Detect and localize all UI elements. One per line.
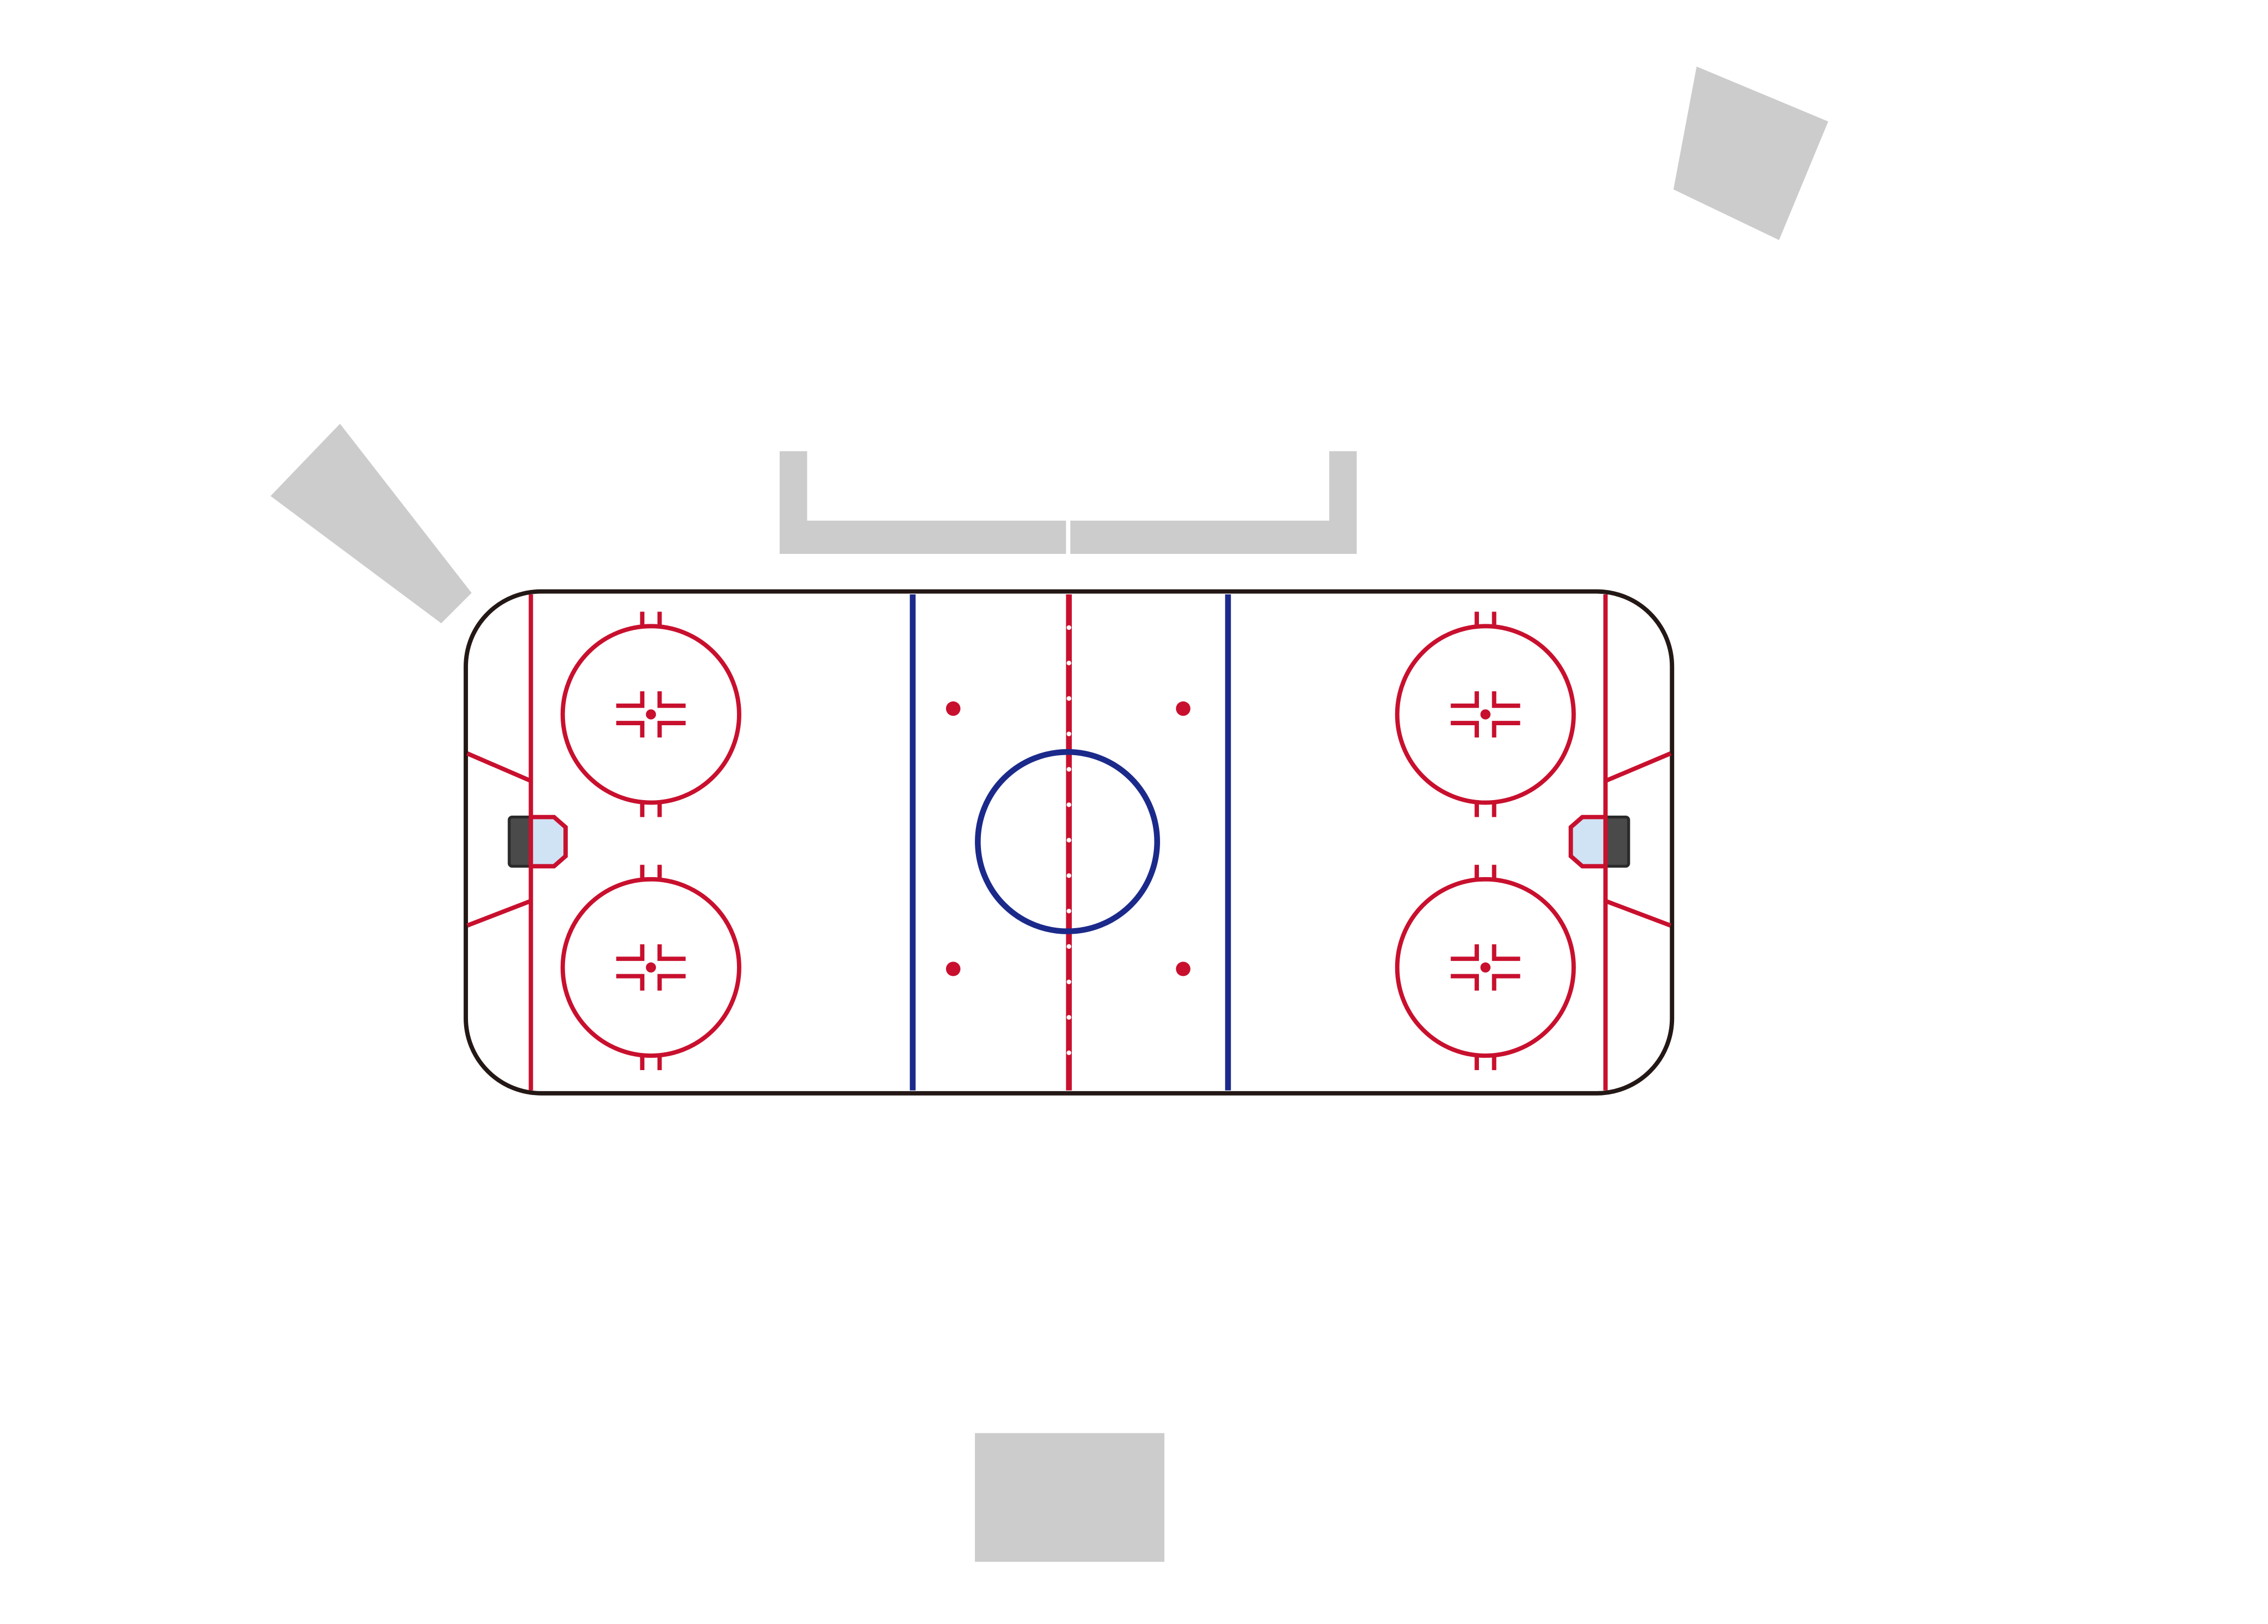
trapezoid-lines <box>466 751 1672 928</box>
faceoff-dot-icon <box>645 709 656 720</box>
left-crease <box>528 814 568 869</box>
faceoff-l-marking <box>1451 944 1479 961</box>
center-line-dot <box>1066 1015 1071 1020</box>
faceoff-circle-ring <box>560 624 741 805</box>
blue-lines <box>909 594 1231 1091</box>
faceoff-circle-icon <box>1395 612 1576 817</box>
faceoff-l-marking <box>1451 691 1479 708</box>
center-line-dot <box>1066 944 1071 949</box>
right-trapezoid-top <box>1604 751 1672 783</box>
faceoff-l-marking <box>1492 974 1521 991</box>
faceoff-l-marking <box>1451 974 1479 991</box>
faceoff-circle-icon <box>560 864 741 1071</box>
faceoff-l-marking <box>657 974 686 991</box>
goal-net-icon <box>1604 816 1630 868</box>
center-line-dot <box>1066 802 1071 807</box>
faceoff-l-marking <box>657 691 686 708</box>
faceoff-circle-icon <box>560 612 741 817</box>
faceoff-l-marking <box>657 721 686 738</box>
faceoff-circle-icon <box>1395 864 1576 1071</box>
left-trapezoid-bottom <box>466 899 532 928</box>
faceoff-dot-icon <box>1176 701 1191 716</box>
center-line-dot <box>1066 731 1071 736</box>
center-line-dot <box>1066 908 1071 914</box>
stands-group <box>270 66 1828 1562</box>
left-goal-area <box>507 814 568 869</box>
center-line-dot <box>1066 873 1071 878</box>
faceoff-dot-icon <box>1176 961 1191 976</box>
faceoff-l-marking <box>1492 691 1521 708</box>
faceoff-dot-icon <box>945 701 961 716</box>
right-crease <box>1568 814 1608 869</box>
faceoff-dot-icon <box>645 962 656 973</box>
faceoff-circle-ring <box>1395 877 1576 1058</box>
left-trapezoid-top <box>466 751 532 783</box>
center-line-dot <box>1066 838 1071 843</box>
neutral-zone-dots <box>945 701 1191 976</box>
faceoff-l-marking <box>616 721 645 738</box>
faceoff-l-marking <box>616 691 645 708</box>
center-line-dot <box>1066 1050 1071 1055</box>
faceoff-l-marking <box>1492 944 1521 961</box>
bottom-center-stand <box>975 1433 1164 1562</box>
center-line-dot <box>1066 979 1071 985</box>
faceoff-dot-icon <box>945 961 961 976</box>
faceoff-l-marking <box>1451 721 1479 738</box>
center-line-dot <box>1066 660 1071 666</box>
top-center-stand-left <box>779 451 1066 554</box>
faceoff-l-marking <box>616 974 645 991</box>
faceoff-circle-ring <box>560 877 741 1058</box>
faceoff-dot-icon <box>1480 709 1491 720</box>
faceoff-circle-ring <box>1395 624 1576 805</box>
endzone-faceoff-circles <box>560 612 1576 1071</box>
faceoff-l-marking <box>657 944 686 961</box>
center-line-dot <box>1066 767 1071 772</box>
faceoff-l-marking <box>616 944 645 961</box>
center-line-dot <box>1066 625 1071 630</box>
faceoff-dot-icon <box>1480 962 1491 973</box>
top-right-stand <box>1673 66 1828 240</box>
top-center-stand-right <box>1070 451 1357 554</box>
right-goal-area <box>1568 814 1630 869</box>
center-line-dots <box>1066 625 1071 1055</box>
right-trapezoid-bottom <box>1604 899 1672 928</box>
center-faceoff-circle <box>975 749 1160 934</box>
faceoff-l-marking <box>1492 721 1521 738</box>
center-line-dot <box>1066 696 1071 701</box>
top-left-stand <box>270 424 472 624</box>
